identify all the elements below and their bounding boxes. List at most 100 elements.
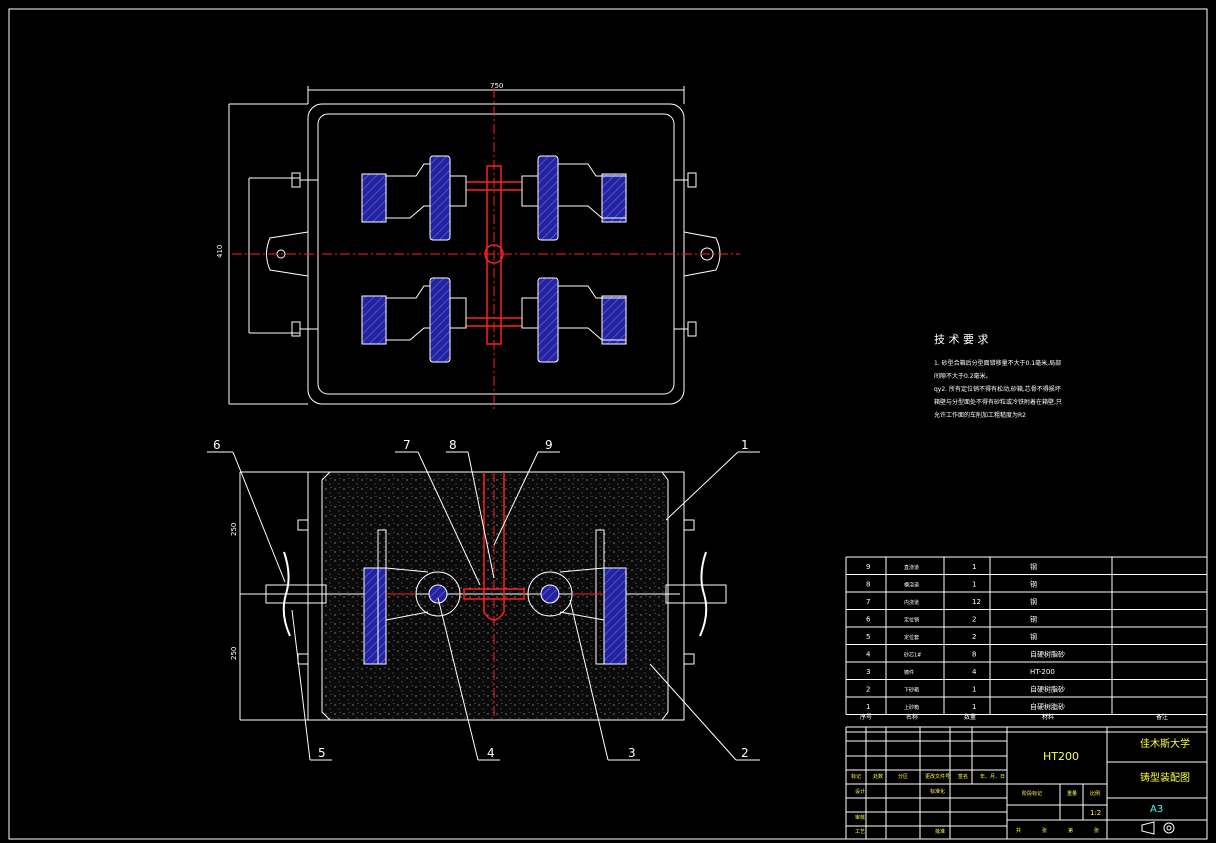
tb-stage: 阶段标记 [1022,790,1042,797]
dim-top-width: 750 [490,82,503,90]
table-cell-material: 自硬树脂砂 [1030,650,1065,659]
table-cell-qty: 2 [972,616,976,624]
leader-lines [207,451,760,761]
table-cell-material: 钢 [1030,580,1037,589]
top-view [228,86,740,410]
casting-top [521,277,627,363]
casting-top [361,277,467,363]
casting-front [363,529,461,665]
table-cell-name: 下砂箱 [904,687,919,694]
dim-top-height: 410 [216,245,224,258]
casting-front [527,529,627,665]
sheet-border [8,8,1208,840]
th-material: 材料 [1042,713,1054,721]
table-cell-material: 自硬树脂砂 [1030,702,1065,711]
tb-sign: 签名 [958,773,968,780]
casting-top [521,155,627,241]
table-cell-material: 钢 [1030,615,1037,624]
title-material: HT200 [1043,750,1079,763]
table-cell-qty: 8 [972,651,976,659]
table-cell-qty: 1 [972,703,976,711]
tb-date: 年、月、日 [980,773,1005,780]
dim-front-lower: 250 [230,647,238,660]
table-cell-no: 7 [866,598,870,606]
tech-req-line-5: 允许工作面的车削加工粗糙度为R2 [934,411,1026,419]
tb-count: 处数 [873,773,883,780]
tb-design: 设计 [855,788,865,795]
tb-page2: 张 [1094,827,1099,834]
balloon-2: 2 [741,746,749,760]
casting-top [361,155,467,241]
table-cell-no: 5 [866,633,870,641]
table-cell-qty: 1 [972,563,976,571]
balloon-6: 6 [213,438,221,452]
tb-process: 工艺 [855,829,865,835]
title-school: 佳木斯大学 [1140,737,1190,750]
table-cell-qty: 1 [972,686,976,694]
tech-req-title: 技 术 要 求 [934,333,989,346]
title-drawing-name: 铸型装配图 [1140,771,1190,784]
table-cell-no: 1 [866,703,870,711]
tb-check: 审核 [855,814,865,821]
table-cell-qty: 12 [972,598,981,606]
front-view [239,471,727,721]
parts-table-header: 序号 名称 数量 材料 备注 [860,713,1168,721]
balloon-4: 4 [487,746,495,760]
balloon-9: 9 [545,438,553,452]
table-cell-qty: 2 [972,633,976,641]
table-cell-qty: 4 [972,668,977,676]
projection-circle-inner [1166,825,1172,831]
table-cell-name: 上砂箱 [904,704,919,711]
tech-req-line-4: 箱壁与分型面处不得有砂粒或冷铁附着在箱壁,只 [934,398,1062,406]
parts-table-grid [845,556,1208,839]
table-cell-no: 3 [866,668,870,676]
table-cell-material: 钢 [1030,562,1037,571]
tb-mark: 标记 [851,773,861,780]
table-cell-name: 铸件 [904,669,914,676]
tech-req-line-3: qy2. 所有定位销不得有松动,砂箱,芯骨不得损坏 [934,385,1061,393]
title-scale: 1:2 [1090,809,1101,817]
table-cell-name: 内浇道 [904,599,919,606]
th-no: 序号 [860,713,872,721]
tech-req-line-2: 间隙不大于0.2毫米。 [934,372,992,380]
projection-circle [1163,822,1175,834]
table-cell-qty: 1 [972,581,976,589]
table-cell-name: 定位销 [904,617,919,624]
balloon-8: 8 [449,438,457,452]
tb-sheets: 张 [1042,827,1047,834]
table-cell-material: 钢 [1030,597,1037,606]
table-cell-no: 4 [866,651,871,659]
tech-req-line-1: 1. 砂型合箱后分型面错移量不大于0.1毫米,局部 [934,359,1061,367]
table-cell-material: 钢 [1030,632,1037,641]
projection-cone [1141,821,1155,835]
table-cell-no: 8 [866,581,870,589]
th-name: 名称 [906,713,918,721]
balloon-3: 3 [628,746,636,760]
table-cell-name: 定位套 [904,634,919,641]
balloon-5: 5 [318,746,326,760]
th-qty: 数量 [964,713,976,721]
table-cell-name: 横浇道 [904,582,919,589]
tb-change-no: 更改文件号 [925,773,950,780]
balloon-1: 1 [741,438,749,452]
table-cell-material: HT-200 [1030,668,1055,676]
table-cell-no: 9 [866,563,870,571]
dim-front-upper: 250 [230,523,238,536]
table-cell-name: 直浇道 [904,564,919,571]
balloon-7: 7 [403,438,411,452]
tb-zone: 分区 [898,773,908,780]
tb-weight: 重量 [1067,790,1077,797]
tb-total: 共 [1016,827,1021,834]
title-sheet-size: A3 [1150,804,1163,815]
table-cell-material: 自硬树脂砂 [1030,685,1065,694]
tb-ratio: 比例 [1090,790,1100,797]
table-cell-no: 6 [866,616,871,624]
tb-page: 第 [1068,827,1073,834]
table-cell-name: 砂芯1# [904,652,921,659]
th-note: 备注 [1156,713,1168,721]
table-cell-no: 2 [866,686,870,694]
tb-approve: 批准 [935,828,945,835]
